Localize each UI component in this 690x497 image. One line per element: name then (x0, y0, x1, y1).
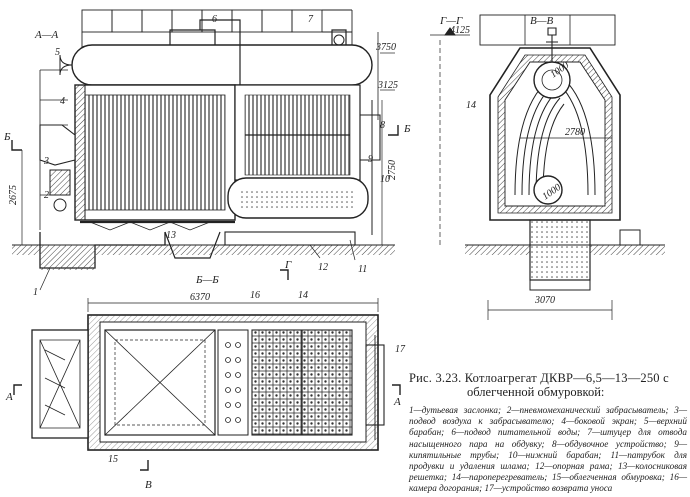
label-g-mark: Г (284, 259, 292, 271)
part-14-plan: 14 (298, 290, 308, 301)
side-railing (479, 14, 616, 46)
furnace-plan (104, 329, 216, 436)
label-bb: Б—Б (195, 274, 219, 286)
section-a-a (11, 9, 399, 270)
dim-2675: 2675 (8, 185, 19, 205)
blow-device (360, 114, 381, 161)
part-14: 14 (466, 100, 476, 111)
afterburning-chamber (217, 329, 249, 436)
part-4: 4 (60, 96, 65, 107)
part-16: 16 (250, 290, 260, 301)
dim-3750: 3750 (375, 42, 396, 53)
label-a-left: А (5, 391, 13, 403)
caption-legend: 1—дутьевая заслонка; 2—пневмомеханически… (409, 405, 687, 494)
part-15: 15 (108, 454, 118, 465)
dim-3070: 3070 (534, 295, 555, 306)
part-17: 17 (395, 344, 406, 355)
part-2: 2 (44, 190, 49, 201)
part-11: 11 (358, 264, 367, 275)
section-b-b (13, 239, 401, 471)
dim-2780: 2780 (565, 127, 585, 138)
label-b-right: Б (403, 123, 411, 135)
label-gg: Г—Г (439, 15, 463, 27)
section-g-g (430, 14, 665, 320)
part-3: 3 (43, 156, 49, 167)
dim-3125: 3125 (377, 80, 398, 91)
part-12: 12 (318, 262, 328, 273)
lower-drum-side (533, 175, 563, 205)
part-6: 6 (212, 14, 217, 25)
label-v-mark: В (145, 479, 152, 491)
part-13: 13 (166, 230, 176, 241)
dim-4125: 4125 (450, 25, 470, 36)
part-7: 7 (308, 14, 314, 25)
part-5: 5 (55, 47, 60, 58)
side-screen (74, 84, 86, 221)
section-titles: А—А Г—Г В—В Б—Б А А Б Б Г В (3, 15, 554, 491)
label-a-right: А (393, 396, 401, 408)
upper-drum (71, 44, 373, 86)
dim-2750: 2750 (387, 160, 398, 180)
part-8: 8 (380, 120, 385, 131)
label-b-left: Б (3, 131, 11, 143)
label-aa: А—А (34, 29, 59, 41)
part-1: 1 (33, 287, 38, 298)
part-numbers: 1 2 3 4 5 6 7 8 9 10 11 12 13 14 14 15 1… (33, 14, 476, 465)
top-railing (81, 9, 353, 48)
support-frame (224, 231, 356, 246)
caption-title: Рис. 3.23. Котлоагрегат ДКВР—6,5—13—250 … (409, 371, 669, 385)
part-10: 10 (380, 174, 390, 185)
stoker (39, 124, 76, 166)
figure-caption: Рис. 3.23. Котлоагрегат ДКВР—6,5—13—250 … (409, 371, 687, 495)
label-vv: В—В (530, 15, 554, 27)
caption-subtitle: облегченной обмуровкой: (467, 385, 605, 399)
dim-6370: 6370 (190, 292, 210, 303)
part-9: 9 (368, 154, 373, 165)
